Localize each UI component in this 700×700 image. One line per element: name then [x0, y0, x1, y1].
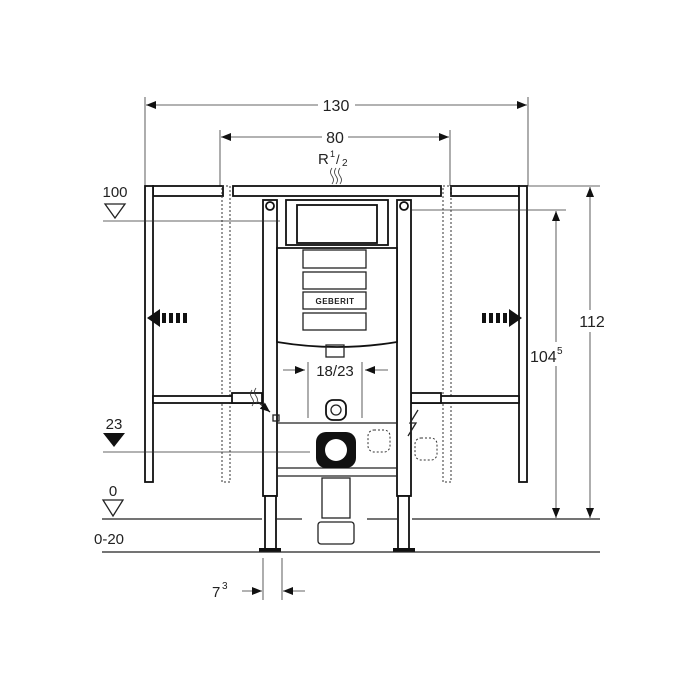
supply-connection-label: R	[318, 151, 329, 168]
right-outer-post	[518, 185, 528, 483]
water-icon	[330, 167, 342, 185]
foot-width-label: 7	[212, 584, 220, 601]
left-dashed-post	[221, 185, 231, 483]
waste-outlet	[316, 432, 356, 545]
level-23-label: 23	[106, 416, 123, 433]
dimension-18-23: 18/23	[283, 362, 388, 418]
dimension-112: 112	[528, 185, 609, 518]
cistern: GEBERIT	[276, 199, 398, 358]
dimension-80: 80	[219, 130, 451, 186]
level-0-label: 0	[109, 483, 117, 500]
outlet-spacing-label: 18/23	[316, 363, 354, 380]
right-foot-plate	[393, 548, 415, 552]
level-23: 23	[103, 416, 310, 453]
right-dashed-post	[442, 185, 452, 483]
level-0: 0	[101, 483, 600, 520]
right-bar-clamp	[410, 392, 442, 404]
dimension-label-130: 130	[323, 98, 350, 115]
left-foot-plate	[259, 548, 281, 552]
top-rail	[152, 185, 520, 197]
level-100-label: 100	[102, 184, 127, 201]
left-bar-clamp	[231, 392, 263, 404]
electrical-box-right	[414, 437, 438, 461]
right-frame-post	[396, 199, 412, 497]
height-104-label: 104	[530, 349, 557, 366]
supply-fraction-denominator: 2	[342, 158, 348, 169]
electrical-box-left	[367, 429, 391, 453]
electrical-symbol	[407, 409, 419, 437]
fraction-slash: /	[336, 152, 340, 167]
height-104-superscript: 5	[557, 346, 563, 357]
dimension-7-3: 7 3	[212, 558, 305, 601]
dimension-130: 130	[144, 97, 529, 186]
left-foot	[264, 495, 277, 551]
water-icon-left	[250, 387, 258, 407]
left-outer-post	[144, 185, 154, 483]
dimension-label-80: 80	[326, 130, 344, 147]
flush-connector	[325, 399, 347, 421]
floor-range-label: 0-20	[94, 531, 124, 548]
height-112-label: 112	[579, 314, 605, 331]
right-foot	[397, 495, 410, 551]
supply-fraction-numerator: 1	[330, 149, 335, 159]
geberit-logo: GEBERIT	[315, 297, 354, 306]
foot-width-superscript: 3	[222, 581, 228, 592]
level-100: 100	[102, 184, 280, 222]
extend-left-arrow-icon	[147, 309, 187, 327]
dimension-104-5: 104 5	[412, 209, 574, 518]
extend-right-arrow-icon	[482, 309, 522, 327]
